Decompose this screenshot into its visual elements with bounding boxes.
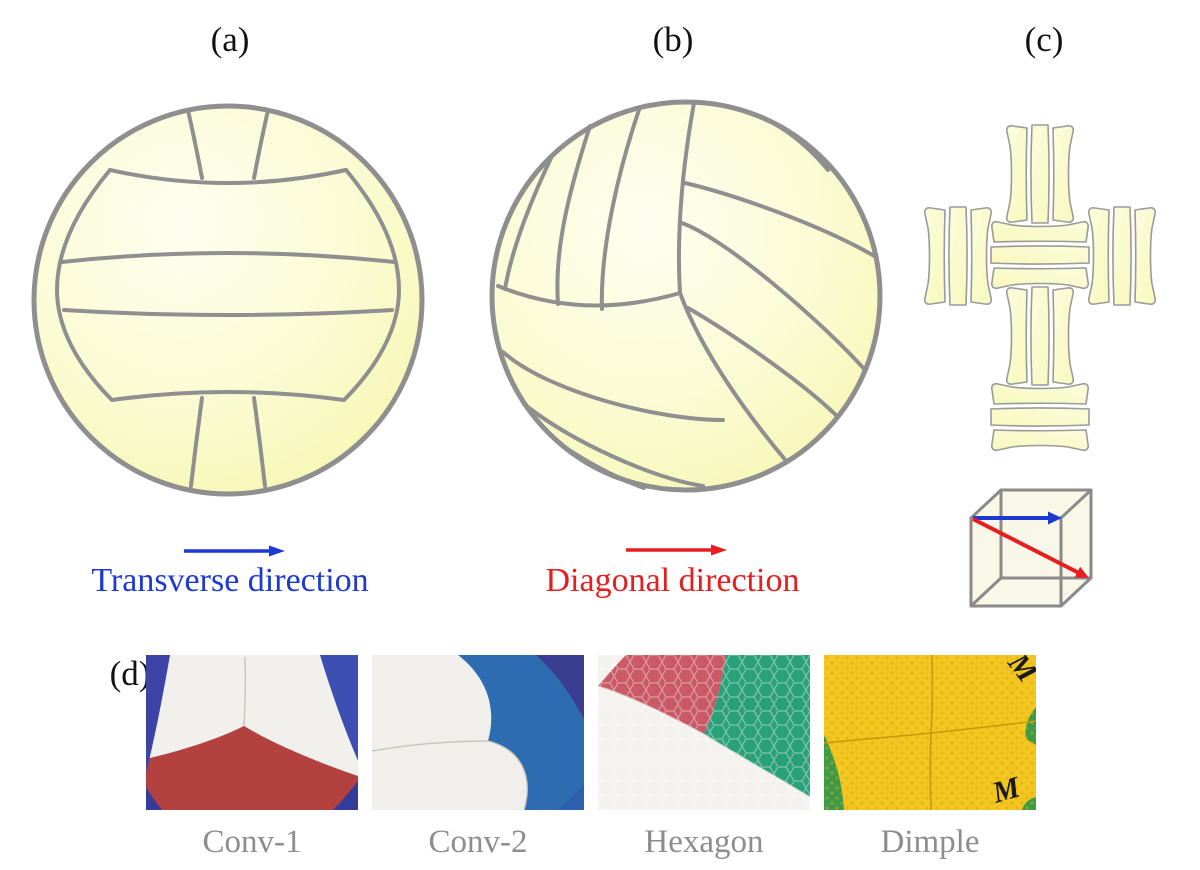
direction-cube-drawing [969, 488, 1093, 608]
subfigure-label-c: (c) [1024, 20, 1064, 59]
volleyball-rotated-view [488, 98, 884, 494]
subfigure-label-a: (a) [210, 20, 250, 59]
cube-diagonal-arrow [972, 517, 1089, 578]
transverse-arrow [180, 541, 290, 561]
subfigure-label-d: (d) [109, 654, 151, 693]
caption-conv1: Conv-1 [202, 824, 302, 860]
unfolded-panel-layout [905, 108, 1165, 456]
diagonal-arrow [622, 540, 732, 560]
subfigure-label-b: (b) [652, 20, 694, 59]
volleyball-front-view-drawing [31, 103, 425, 497]
photo-hexagon [598, 655, 810, 810]
photo-conv1 [146, 655, 358, 810]
direction-cube [958, 478, 1108, 618]
cube-transverse-arrow [973, 511, 1062, 525]
transverse-direction-label: Transverse direction [91, 562, 369, 599]
volleyball-front-view [26, 98, 430, 502]
photo-dimple: M M [824, 655, 1036, 810]
caption-hexagon: Hexagon [644, 824, 764, 860]
caption-conv2: Conv-2 [428, 824, 528, 860]
unfolded-panel-drawing [923, 124, 1157, 452]
caption-dimple: Dimple [880, 824, 980, 860]
photo-conv2 [372, 655, 584, 810]
diagonal-direction-label: Diagonal direction [545, 562, 800, 599]
volleyball-rotated-view-drawing [489, 99, 883, 493]
